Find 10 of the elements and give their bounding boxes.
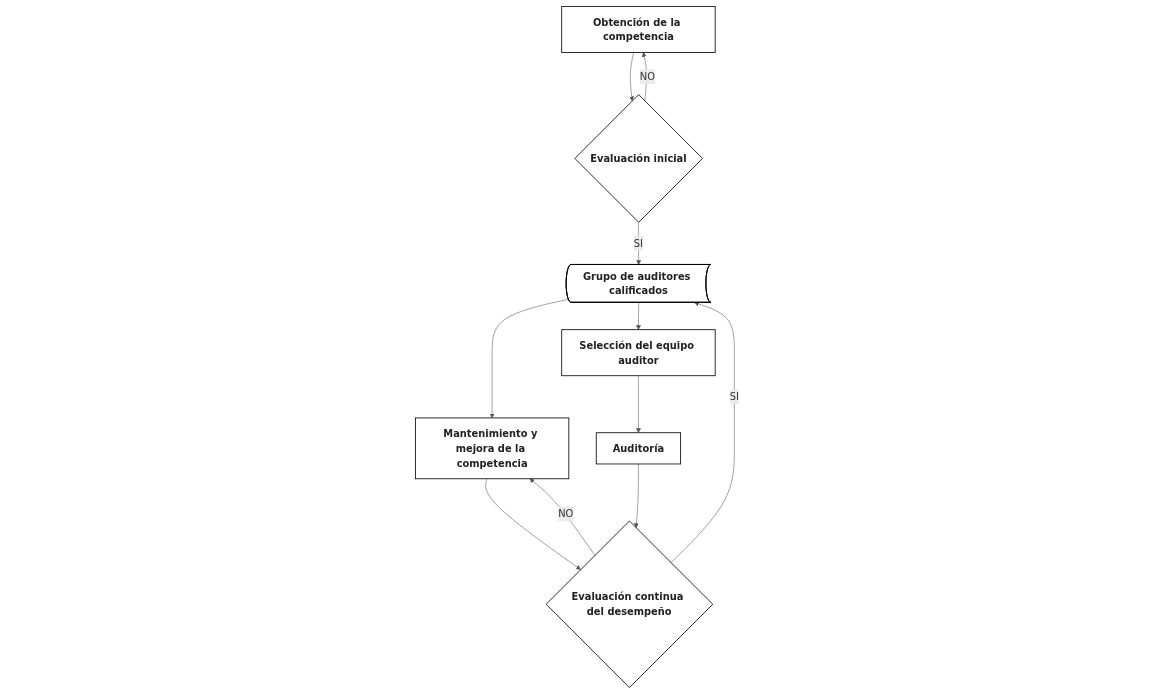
edge-label: NO xyxy=(558,508,574,520)
edge-label: NO xyxy=(639,70,655,83)
edge-label: SI xyxy=(633,237,643,250)
node-diamond: Evaluación continua del desempeño xyxy=(545,520,713,688)
node-box: Selección del equipo auditor xyxy=(561,329,716,377)
node-box: Obtención de la competencia xyxy=(561,6,716,53)
node-box: Mantenimiento y mejora de la competencia xyxy=(414,417,570,480)
edge-label: SI xyxy=(729,391,739,403)
node-diamond: Evaluación inicial xyxy=(574,94,703,223)
node-box: Auditoría xyxy=(595,432,681,465)
